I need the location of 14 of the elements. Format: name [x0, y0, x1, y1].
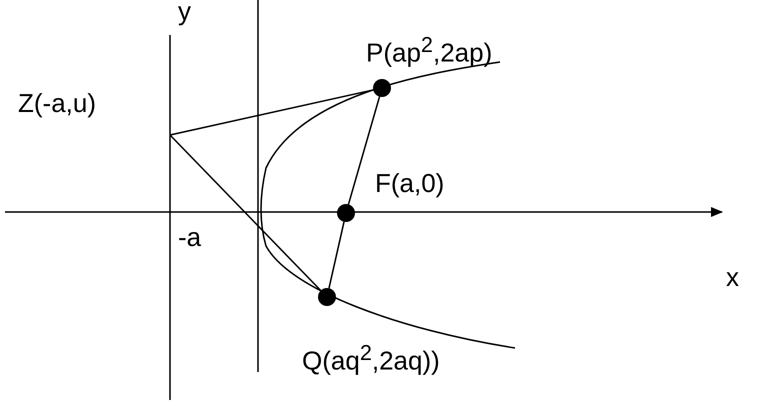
- point-label: Q(aq$^{2}$,2aq)): [302, 339, 440, 376]
- line-segment: [170, 89, 374, 136]
- axis-label: x: [726, 262, 739, 292]
- axis-value: -a: [178, 222, 202, 252]
- point-label: Z(-a,u): [18, 88, 96, 118]
- point-dot: [318, 288, 336, 306]
- line-segment: [328, 222, 345, 288]
- point-label: F(a,0): [375, 168, 444, 198]
- point-dot: [337, 204, 355, 222]
- axis-label: y: [178, 0, 191, 26]
- line-segment: [348, 96, 380, 205]
- point-label: P(ap$^{2}$,2ap): [366, 31, 492, 68]
- point-dot: [373, 79, 391, 97]
- line-segment: [169, 134, 322, 292]
